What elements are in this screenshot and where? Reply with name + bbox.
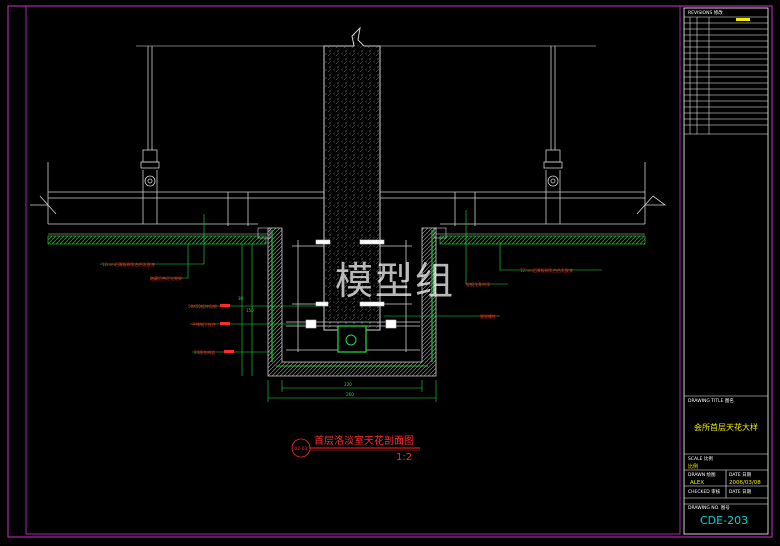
- hanger-right: [543, 46, 563, 224]
- checked-date-label: DATE 日期: [729, 489, 752, 495]
- annotation-left-3: 50X50镀锌角钢: [188, 303, 217, 309]
- sheet-border: [7, 5, 773, 538]
- scale-value: 比例: [688, 463, 698, 470]
- revisions-label: REVISIONS 修改: [688, 9, 723, 16]
- annotation-right-2: 轻钢龙骨吊顶: [466, 281, 490, 287]
- concrete-column: [323, 26, 381, 331]
- section-drawing: 220 260 30 150 12mm石膏板刷乳白色乳胶漆 暗藏灯带灯光效果 5…: [30, 26, 667, 463]
- drawn-label: DRAWN 绘图: [688, 471, 716, 478]
- revision-highlight: [736, 18, 750, 21]
- gypsum-board-right: [439, 235, 646, 245]
- dim-vertical-1: 30: [238, 296, 244, 301]
- annotation-right-1: 12mm石膏板刷乳白色乳胶漆: [520, 267, 573, 273]
- drawing-frame: [25, 5, 681, 535]
- leaders-left: [100, 214, 322, 353]
- leaders-right: [384, 210, 602, 317]
- annotation-left-5: 20厚花岗岩: [194, 349, 215, 355]
- drawn-value: ALEX: [690, 480, 704, 486]
- section-title-text: 首层洛淡室天花剖面图: [314, 434, 414, 447]
- drawing-no-label: DRAWING NO. 图号: [688, 505, 730, 511]
- checked-label: CHECKED 审核: [688, 488, 721, 495]
- dim-inner-width: 220: [344, 382, 352, 387]
- leader-tips-left: [220, 304, 234, 353]
- scale-label: SCALE 比例: [688, 455, 713, 462]
- break-mark-left: [30, 195, 57, 215]
- expansion-bolts: [305, 239, 397, 329]
- dim-vertical-2: 150: [246, 308, 254, 313]
- section-scale: 1:2: [396, 452, 412, 463]
- section-title: 02-03 首层洛淡室天花剖面图 1:2: [291, 434, 420, 463]
- drawing-title-label: DRAWING TITLE 图名: [688, 397, 734, 404]
- break-mark-right: [636, 195, 667, 215]
- gypsum-board-left: [47, 235, 267, 245]
- light-fixture: [337, 325, 367, 353]
- ceiling-joists: [47, 162, 646, 226]
- date-value: 2006/03/08: [729, 480, 761, 486]
- drawing-no-value: CDE-203: [700, 514, 748, 527]
- revision-table: [684, 17, 768, 135]
- dim-outer-width: 260: [346, 392, 354, 397]
- annotation-left-1: 12mm石膏板刷乳白色乳胶漆: [102, 261, 155, 267]
- stone-trough: [267, 227, 437, 377]
- title-block: REVISIONS 修改 DRAWING TITLE 图名 会所首层天花大样 S…: [683, 7, 769, 535]
- annotation-left-4: 不锈钢干挂件: [192, 321, 216, 327]
- dimensions: [241, 244, 437, 402]
- hanger-left: [140, 46, 160, 224]
- annotation-left-2: 暗藏灯带灯光效果: [150, 275, 182, 281]
- section-ref: 02-03: [294, 446, 307, 452]
- annotation-right-3: 膨胀螺栓: [480, 313, 496, 319]
- drawing-title-value: 会所首层天花大样: [694, 422, 758, 432]
- date-label: DATE 日期: [729, 472, 752, 478]
